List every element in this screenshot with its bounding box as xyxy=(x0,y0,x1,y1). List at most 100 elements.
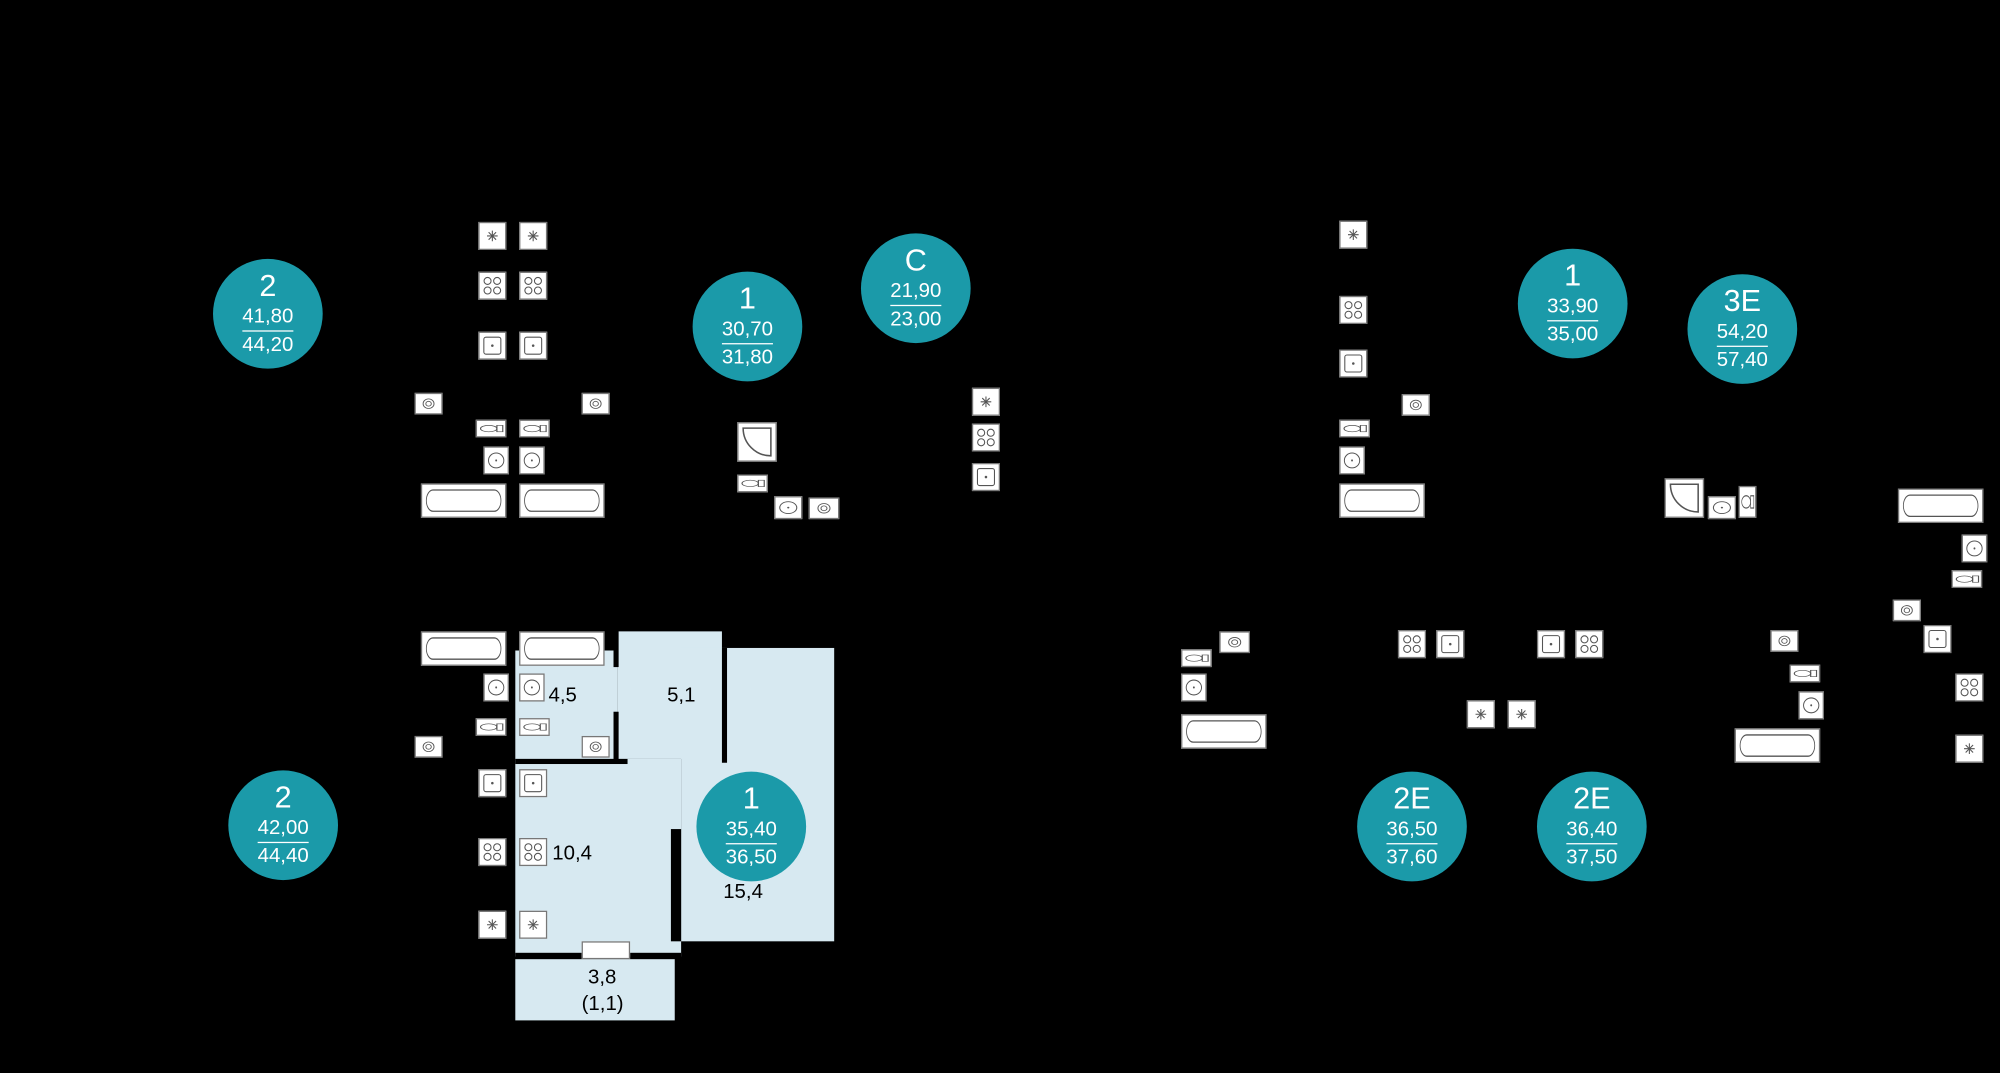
tub-fixture-icon xyxy=(420,631,507,666)
badge-living-area: 36,40 xyxy=(1566,820,1618,845)
basin-fixture-icon xyxy=(519,446,545,475)
toilet-fixture-icon xyxy=(737,474,768,493)
badge-rooms: 1 xyxy=(1564,258,1582,294)
wash-fixture-icon xyxy=(1401,394,1430,416)
apartment-badge[interactable]: 1 33,90 35,00 xyxy=(1517,248,1628,359)
wash-fixture-icon xyxy=(414,392,443,415)
sink-fixture-icon xyxy=(478,331,507,360)
badge-total-area: 31,80 xyxy=(721,346,773,369)
toilet-fixture-icon xyxy=(519,718,550,736)
wash-fixture-icon xyxy=(581,392,610,415)
badge-rooms: C xyxy=(904,243,927,279)
wash-fixture-icon xyxy=(1892,599,1921,622)
apartment-badge[interactable]: 2E 36,40 37,50 xyxy=(1536,771,1647,882)
stove-fixture-icon xyxy=(1575,630,1604,659)
room-area-label: (1,1) xyxy=(581,993,624,1016)
room-area-label: 15,4 xyxy=(723,881,763,904)
sink-fixture-icon xyxy=(1923,624,1952,654)
wash-fixture-icon xyxy=(1770,630,1799,652)
fan-fixture-icon xyxy=(1955,734,1984,763)
badge-living-area: 54,20 xyxy=(1716,322,1768,347)
badge-living-area: 33,90 xyxy=(1547,297,1599,322)
fan-fixture-icon xyxy=(1466,700,1495,729)
fan-fixture-icon xyxy=(478,221,507,250)
fan-fixture-icon xyxy=(519,910,548,939)
wall xyxy=(515,758,628,765)
badge-rooms: 2E xyxy=(1393,781,1431,817)
tub-fixture-icon xyxy=(420,483,507,518)
badge-total-area: 37,50 xyxy=(1566,846,1618,869)
apartment-badge[interactable]: 2 41,80 44,20 xyxy=(213,258,323,369)
toilet-fixture-icon xyxy=(475,718,507,736)
stove-fixture-icon xyxy=(478,838,507,867)
basin-fixture-icon xyxy=(774,496,803,520)
balcony-door xyxy=(581,941,631,960)
apartment-badge[interactable]: 2 42,00 44,40 xyxy=(228,770,339,881)
toilet-fixture-icon xyxy=(519,419,550,438)
wash-fixture-icon xyxy=(1219,631,1250,654)
badge-living-area: 41,80 xyxy=(242,307,294,332)
badge-total-area: 36,50 xyxy=(725,846,777,869)
badge-rooms: 2 xyxy=(259,269,277,304)
tub-fixture-icon xyxy=(1897,488,1984,523)
badge-total-area: 44,20 xyxy=(242,334,294,356)
tub-fixture-icon xyxy=(519,483,605,518)
badge-total-area: 23,00 xyxy=(890,308,942,331)
toilet-fixture-icon xyxy=(1181,649,1212,668)
badge-living-area: 36,50 xyxy=(1386,820,1438,845)
wash-fixture-icon xyxy=(808,497,840,520)
tub-fixture-icon xyxy=(519,631,605,666)
basin-fixture-icon xyxy=(1339,446,1365,475)
basin-fixture-icon xyxy=(483,673,509,702)
basin-fixture-icon xyxy=(483,446,509,475)
fan-fixture-icon xyxy=(1507,700,1536,729)
basin-fixture-icon xyxy=(1707,496,1736,520)
toilet-fixture-icon xyxy=(1789,664,1821,683)
badge-living-area: 42,00 xyxy=(257,818,309,844)
badge-total-area: 37,60 xyxy=(1386,846,1438,869)
apartment-badge[interactable]: 1 30,70 31,80 xyxy=(692,271,803,382)
room-area-label: 3,8 xyxy=(588,966,617,989)
stove-fixture-icon xyxy=(971,423,1000,452)
wall xyxy=(515,952,582,958)
basin-fixture-icon xyxy=(1961,534,1988,563)
badge-living-area: 21,90 xyxy=(890,281,942,307)
apartment-badge[interactable]: 3E 54,20 57,40 xyxy=(1687,274,1798,384)
wall xyxy=(670,829,682,942)
shower-fixture-icon xyxy=(1664,478,1705,518)
fan-fixture-icon xyxy=(971,387,1000,416)
room-area-label: 5,1 xyxy=(667,684,696,707)
room-area-label: 10,4 xyxy=(552,843,593,865)
stove-fixture-icon xyxy=(1955,673,1984,702)
stove-fixture-icon xyxy=(1339,295,1368,324)
wall xyxy=(721,647,728,763)
badge-total-area: 57,40 xyxy=(1716,349,1768,372)
wall xyxy=(613,628,619,668)
sink-fixture-icon xyxy=(971,463,1000,492)
badge-rooms: 2 xyxy=(274,780,292,816)
fan-fixture-icon xyxy=(1339,220,1368,249)
tub-fixture-icon xyxy=(1734,728,1821,763)
badge-living-area: 30,70 xyxy=(721,320,773,345)
room-area-label: 4,5 xyxy=(548,684,577,707)
badge-total-area: 44,40 xyxy=(257,845,309,868)
fan-fixture-icon xyxy=(519,221,548,250)
apartment-badge-selected[interactable]: 1 35,40 36,50 xyxy=(696,771,807,882)
sink-fixture-icon xyxy=(478,769,507,798)
sink-fixture-icon xyxy=(519,331,548,360)
apartment-badge[interactable]: C 21,90 23,00 xyxy=(860,233,971,344)
apartment-badge[interactable]: 2E 36,50 37,60 xyxy=(1357,771,1467,882)
stove-fixture-icon xyxy=(519,838,548,867)
toilet-fixture-icon xyxy=(475,419,507,438)
stove-fixture-icon xyxy=(478,271,507,300)
stove-fixture-icon xyxy=(519,271,548,300)
basin-fixture-icon xyxy=(519,673,545,702)
toilet-fixture-icon xyxy=(1951,570,1983,589)
room-balcony[interactable] xyxy=(515,959,675,1021)
stove-fixture-icon xyxy=(1397,630,1427,659)
sink-fixture-icon xyxy=(1339,349,1368,378)
basin-fixture-icon xyxy=(1181,673,1207,702)
basin-fixture-icon xyxy=(1798,691,1824,720)
tub-fixture-icon xyxy=(1339,483,1425,518)
